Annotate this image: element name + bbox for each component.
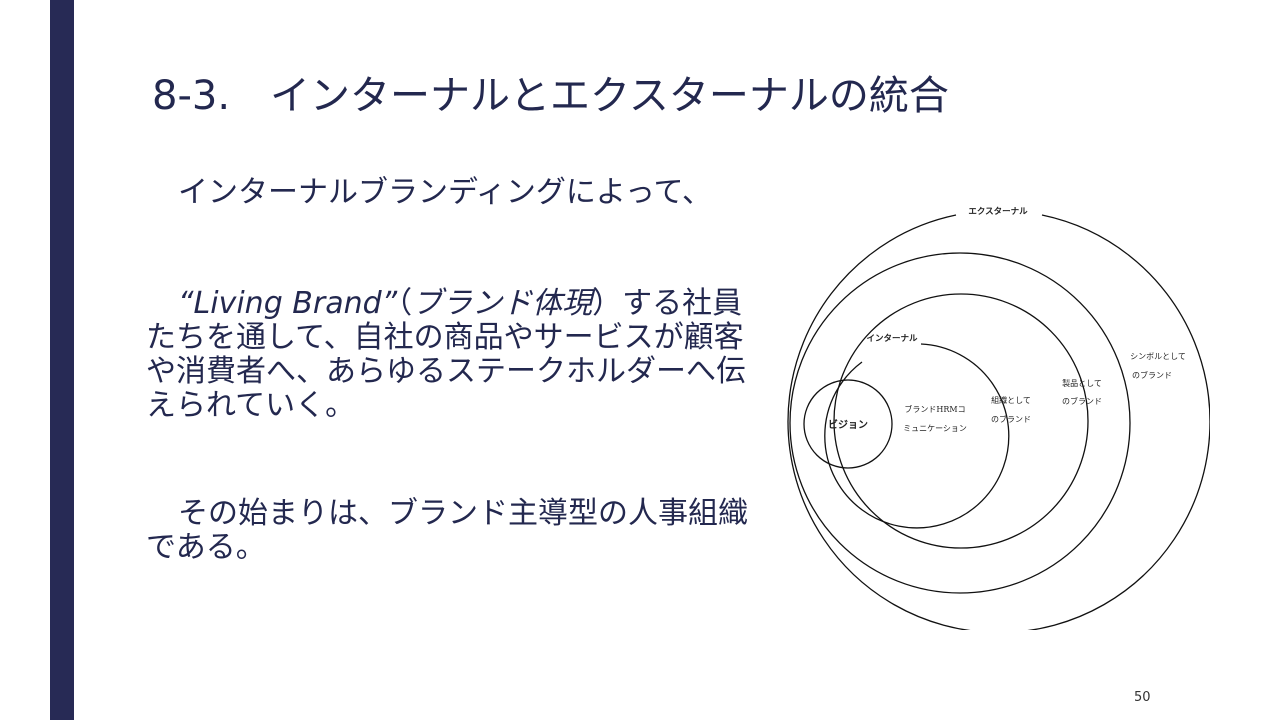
paragraph-1-text: インターナルブランディングによって、 bbox=[178, 175, 712, 210]
external-circle bbox=[787, 214, 1210, 630]
org-label-line2: のブランド bbox=[991, 414, 1031, 424]
hrm-label-line1: ブランドHRMコ bbox=[904, 404, 965, 414]
org-label-line1: 組織として bbox=[991, 395, 1031, 405]
side-accent-bar bbox=[50, 0, 74, 720]
product-label-line2: のブランド bbox=[1062, 396, 1102, 406]
symbol-label-line1: シンボルとして bbox=[1130, 352, 1186, 361]
paragraph-living-brand: “Living Brand”（ブランド体現）する社員たちを通して、自社の商品やサ… bbox=[146, 287, 766, 423]
internal-circle bbox=[824, 343, 1010, 529]
living-brand-quote: “Living Brand” bbox=[178, 286, 398, 321]
symbol-brand-circle bbox=[789, 252, 1131, 594]
product-label-line1: 製品として bbox=[1062, 378, 1102, 388]
paragraph-internal-branding: インターナルブランディングによって、 bbox=[146, 176, 766, 210]
symbol-label-line2: のブランド bbox=[1132, 370, 1172, 380]
product-brand-circle bbox=[833, 293, 1089, 549]
internal-label: インターナル bbox=[866, 333, 918, 344]
paren-open: （ bbox=[397, 286, 413, 321]
paragraph-2-rest: する社員たちを通して、自社の商品やサービスが顧客や消費者へ、あらゆるステークホル… bbox=[146, 286, 746, 423]
brand-embodiment-term: ブランド体現 bbox=[412, 286, 593, 321]
paragraph-3-text: その始まりは、ブランド主導型の人事組織である。 bbox=[146, 496, 748, 565]
slide-title: 8-3. インターナルとエクスターナルの統合 bbox=[152, 73, 949, 119]
page-number: 50 bbox=[1134, 690, 1151, 705]
paren-close: ） bbox=[592, 286, 623, 321]
brand-circles-diagram: エクスターナル インターナル ビジョン ブランドHRMコ ミュニケーション 組織… bbox=[787, 206, 1210, 630]
vision-label: ビジョン bbox=[828, 418, 868, 431]
hrm-label-line2: ミュニケーション bbox=[903, 424, 967, 433]
vision-circle bbox=[803, 379, 893, 469]
paragraph-hr-organization: その始まりは、ブランド主導型の人事組織である。 bbox=[146, 497, 766, 565]
external-label: エクスターナル bbox=[968, 206, 1028, 217]
